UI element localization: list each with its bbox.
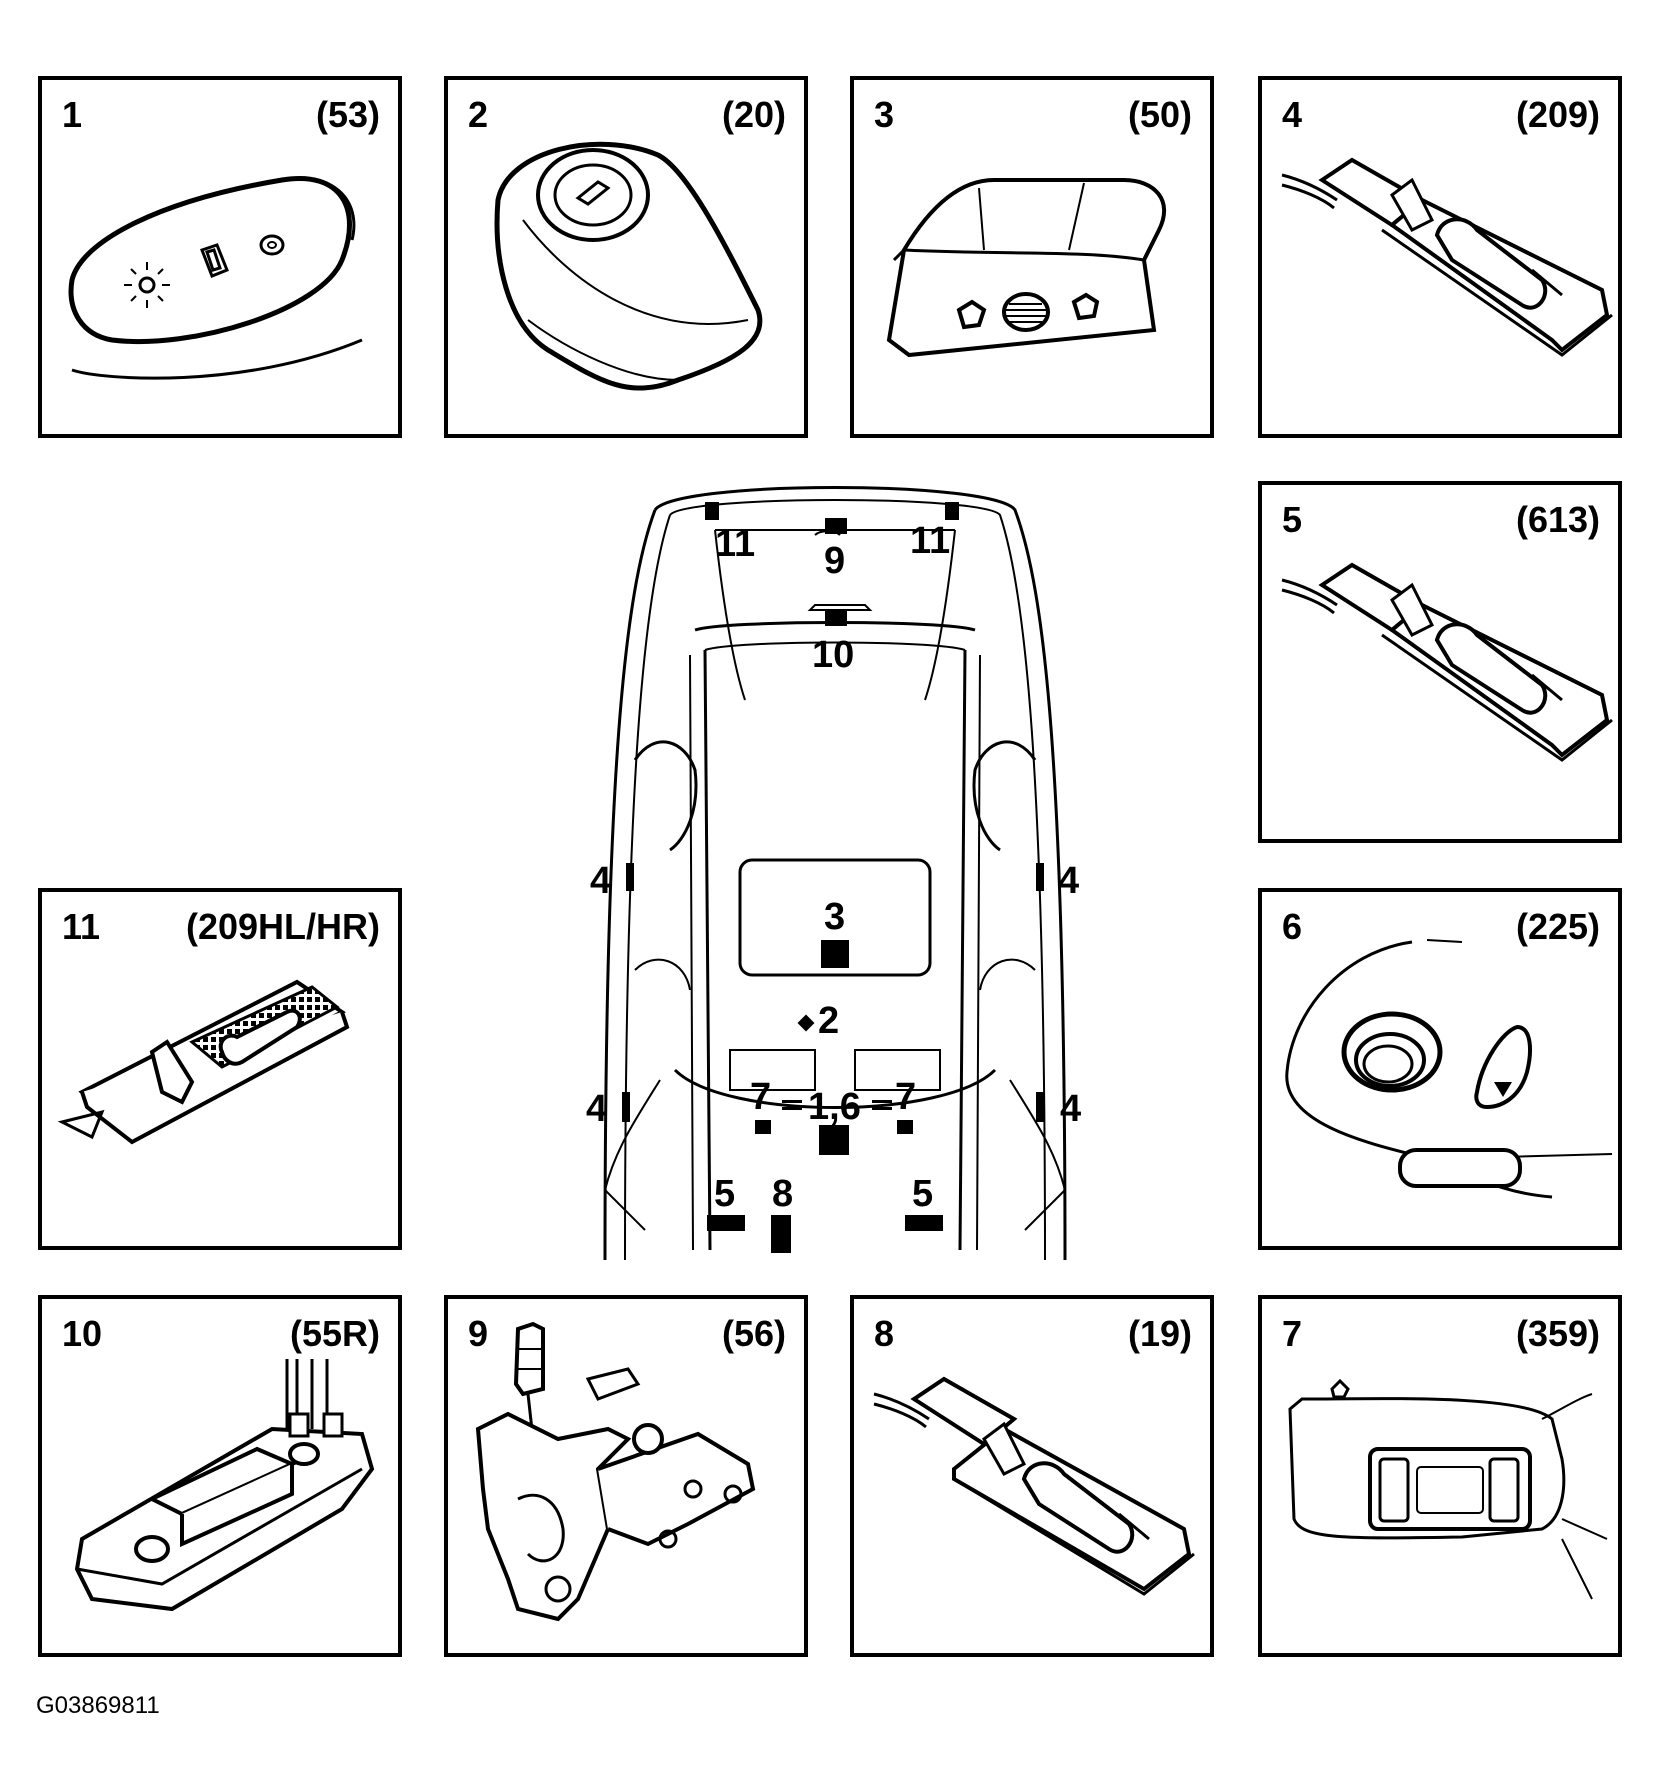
car-label-11-right: 11: [910, 520, 951, 562]
car-label-3: 3: [824, 896, 846, 938]
location-marker-3: [821, 940, 849, 968]
location-marker-1-6: [819, 1125, 849, 1155]
car-label-2: 2: [818, 1000, 840, 1042]
location-marker-9: [825, 518, 847, 534]
car-label-4-upper-left: 4: [590, 860, 612, 902]
trunk-lid-lock-actuator-icon: [475, 1321, 756, 1622]
glove-box-lamp-switch-icon: [1285, 939, 1613, 1199]
rear-reading-lamp-icon: [57, 979, 350, 1145]
car-label-4-lower-left: 4: [586, 1088, 608, 1130]
component-code: (613): [1515, 499, 1600, 540]
car-label-5-left: 5: [714, 1173, 736, 1215]
panel-number: 5: [1282, 499, 1303, 540]
location-marker-10: [825, 610, 847, 626]
car-label-11-left: 11: [715, 523, 756, 565]
location-marker-5-left: [707, 1215, 745, 1231]
connector-mark-right: [872, 1100, 892, 1110]
panel-9: 9 (56): [444, 1295, 808, 1657]
panel-number: 4: [1282, 94, 1303, 135]
figure-id: G03869811: [36, 1692, 160, 1719]
component-code: (56): [721, 1313, 786, 1354]
location-marker-4-upper-left: [626, 863, 634, 891]
component-code: (209HL/HR): [185, 906, 380, 947]
trunk-lamp-bulb-holder-icon: [873, 1376, 1195, 1596]
car-label-1-6: 1,6: [808, 1086, 861, 1128]
component-code: (53): [315, 94, 380, 135]
component-code: (359): [1515, 1313, 1600, 1354]
location-marker-11-right: [945, 502, 959, 520]
panel-11: 11 (209HL/HR): [38, 888, 402, 1250]
panel-number: 8: [874, 1313, 895, 1354]
rear-lamp-module-icon: [74, 1359, 375, 1612]
panel-number: 9: [468, 1313, 489, 1354]
panel-number: 7: [1282, 1313, 1303, 1354]
panel-5: 5 (613): [1258, 481, 1622, 843]
component-code: (50): [1127, 94, 1192, 135]
panel-number: 3: [874, 94, 895, 135]
component-code: (20): [721, 94, 786, 135]
panel-7: 7 (359): [1258, 1295, 1622, 1657]
car-label-4-upper-right: 4: [1058, 860, 1080, 902]
panel-number: 6: [1282, 906, 1303, 947]
location-marker-7-left: [755, 1120, 771, 1134]
component-code: (209): [1515, 94, 1600, 135]
panel-4: 4 (209): [1258, 76, 1622, 438]
connector-mark-left: [782, 1100, 802, 1110]
panel-number: 11: [62, 906, 101, 947]
location-marker-7-right: [897, 1120, 913, 1134]
car-label-4-lower-right: 4: [1060, 1088, 1082, 1130]
panel-1: 1 (53): [38, 76, 402, 438]
panel-3: 3 (50): [850, 76, 1214, 438]
car-label-7-left: 7: [750, 1076, 772, 1118]
location-marker-4-lower-left: [622, 1092, 630, 1122]
component-code: (225): [1515, 906, 1600, 947]
location-marker-11-left: [705, 502, 719, 520]
footwell-lamp-bulb-holder-icon: [1281, 562, 1613, 762]
location-marker-4-upper-right: [1036, 863, 1044, 891]
panel-number: 10: [62, 1313, 103, 1354]
panel-number: 1: [62, 94, 83, 135]
panel-2: 2 (20): [444, 76, 808, 438]
car-label-7-right: 7: [895, 1076, 917, 1118]
component-code: (19): [1127, 1313, 1192, 1354]
car-label-10: 10: [812, 634, 855, 676]
component-code: (55R): [289, 1313, 380, 1354]
sun-visor-vanity-mirror-icon: [1288, 1378, 1608, 1600]
location-marker-8: [771, 1215, 791, 1253]
vehicle-top-view-diagram: [603, 486, 1067, 1260]
car-label-5-right: 5: [912, 1173, 934, 1215]
door-lamp-bulb-holder-icon: [1281, 157, 1613, 357]
location-marker-5-right: [905, 1215, 943, 1231]
car-label-9: 9: [824, 540, 846, 582]
panel-number: 2: [468, 94, 489, 135]
courtesy-lamp-housing-icon: [886, 178, 1166, 358]
location-marker-4-lower-right: [1036, 1092, 1044, 1122]
interior-light-switch-panel-icon: [68, 176, 363, 380]
ignition-lock-cylinder-icon: [494, 141, 763, 391]
car-label-8: 8: [772, 1173, 794, 1215]
panel-6: 6 (225): [1258, 888, 1622, 1250]
panel-10: 10 (55R): [38, 1295, 402, 1657]
panel-8: 8 (19): [850, 1295, 1214, 1657]
